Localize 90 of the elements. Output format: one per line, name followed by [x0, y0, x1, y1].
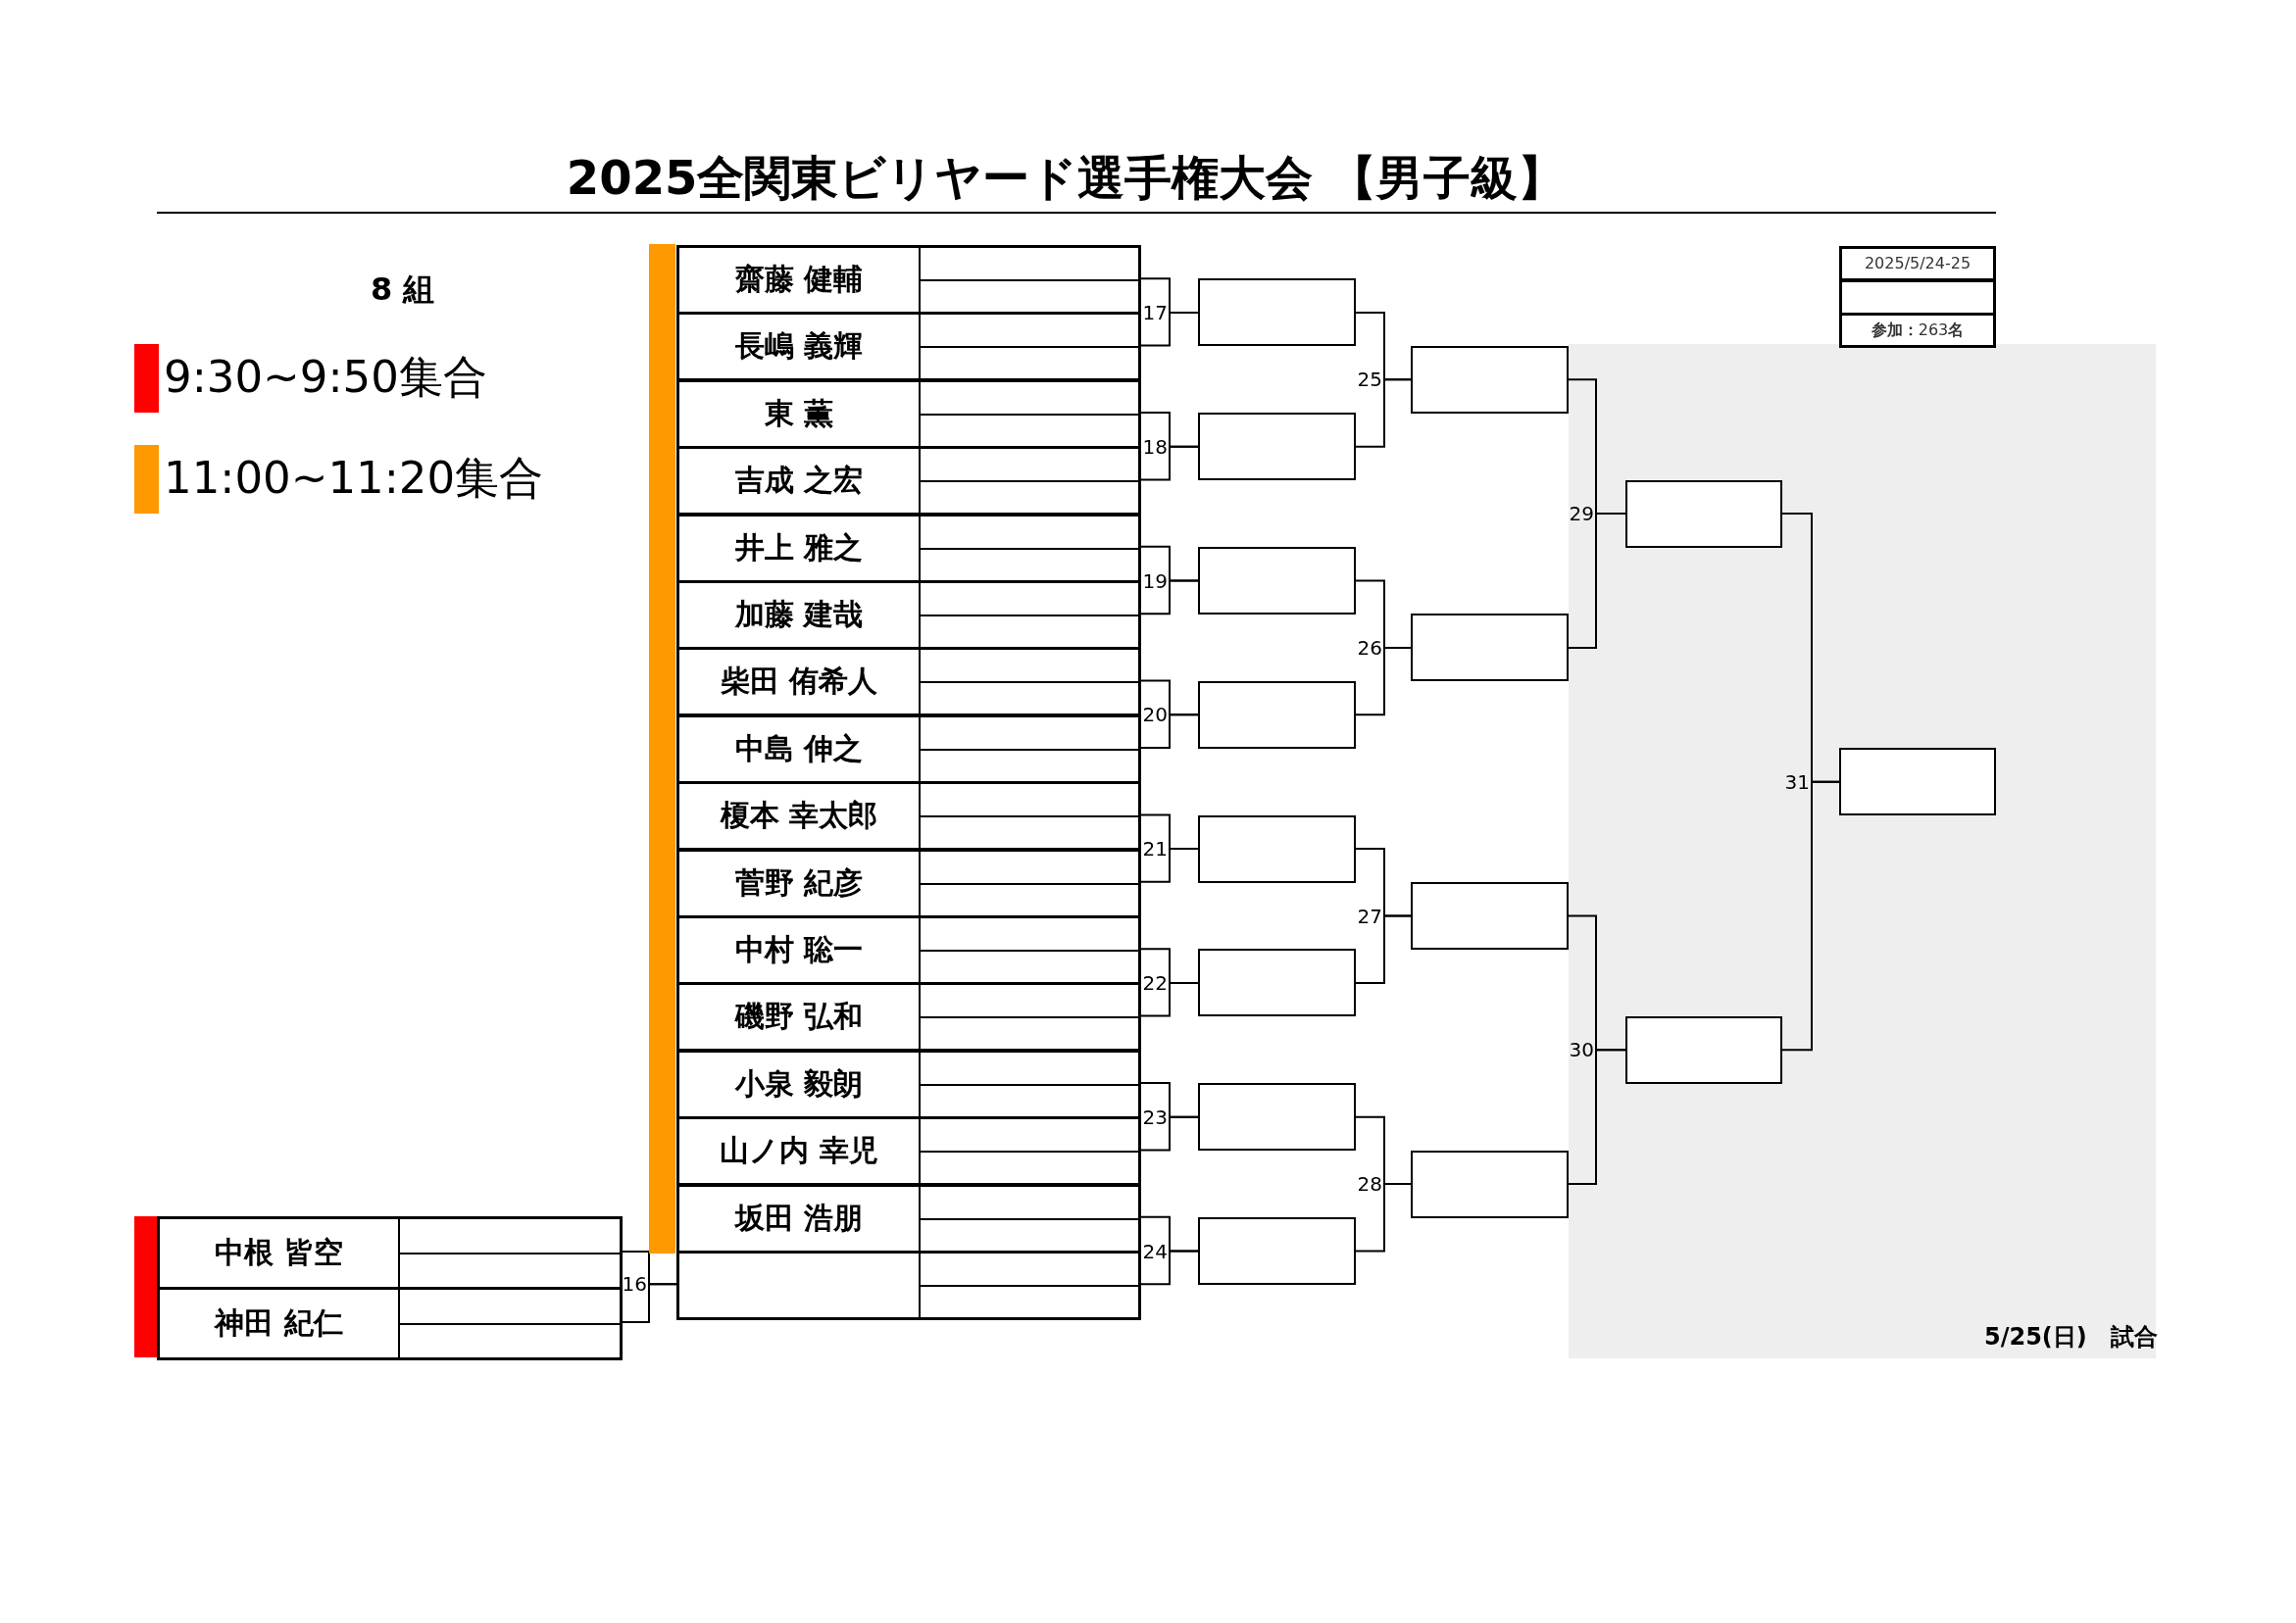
legend-text: 11:00~11:20集合 [164, 452, 544, 505]
match-number: 24 [1142, 1241, 1168, 1262]
player-row [676, 915, 1141, 985]
bracket-line [1568, 1049, 1626, 1186]
table-cell: 2025/5/24-25 [1839, 246, 1996, 281]
match-box [1625, 1016, 1782, 1084]
bracket-line [1140, 848, 1199, 883]
match-box [1411, 882, 1569, 950]
match-box [1839, 748, 1996, 815]
group-bar [134, 1216, 157, 1357]
match-box [1198, 815, 1356, 883]
match-number: 30 [1569, 1039, 1594, 1060]
bracket-line [1140, 311, 1199, 347]
player-row [676, 379, 1141, 449]
match-number: 28 [1357, 1173, 1382, 1195]
bracket-line [622, 1283, 677, 1323]
player-row [157, 1216, 623, 1290]
match-number: 17 [1142, 302, 1168, 323]
player-name: 齋藤 健輔 [734, 261, 864, 298]
match-box [1625, 480, 1782, 548]
player-name: 小泉 毅朗 [734, 1065, 864, 1103]
match-box [1411, 346, 1569, 414]
match-box [1198, 1217, 1356, 1285]
match-number: 31 [1784, 771, 1810, 793]
match-number: 29 [1569, 503, 1594, 524]
player-name: 中村 聡一 [734, 931, 864, 968]
match-box [1198, 1083, 1356, 1151]
match-number: 16 [622, 1273, 647, 1295]
player-name: 榎本 幸太郎 [720, 797, 878, 834]
bracket-line [1140, 445, 1199, 481]
match-box [1198, 681, 1356, 749]
player-row [157, 1287, 623, 1360]
match-box [1411, 1151, 1569, 1218]
legend-text: 9:30~9:50集合 [164, 351, 487, 404]
match-number: 22 [1142, 972, 1168, 994]
match-box [1198, 547, 1356, 615]
match-number: 20 [1142, 704, 1168, 725]
player-row [676, 1116, 1141, 1186]
player-name: 吉成 之宏 [734, 462, 864, 499]
player-row [676, 514, 1141, 583]
bracket-line [1781, 780, 1840, 1052]
bracket-line [1140, 713, 1199, 749]
match-box [1411, 614, 1569, 681]
bracket-line [1568, 513, 1626, 649]
player-name: 菅野 紀彦 [734, 864, 864, 902]
match-number: 19 [1142, 570, 1168, 592]
player-name: 東 薫 [764, 395, 834, 432]
player-row [676, 312, 1141, 381]
bracket-line [1140, 1115, 1199, 1152]
player-name: 柴田 侑希人 [720, 663, 878, 700]
player-row [676, 580, 1141, 650]
player-name: 坂田 浩朋 [734, 1200, 864, 1237]
player-name: 磯野 弘和 [734, 998, 864, 1035]
match-box [1198, 949, 1356, 1016]
bracket-line [1355, 378, 1412, 448]
player-row [676, 1050, 1141, 1119]
bracket-line [1355, 646, 1412, 716]
player-name: 長嶋 義輝 [734, 327, 864, 365]
bracket-line [1355, 914, 1412, 984]
player-name: 加藤 建哉 [734, 596, 864, 633]
bracket-line [1140, 579, 1199, 615]
player-row [676, 245, 1141, 315]
match-number: 26 [1357, 637, 1382, 659]
player-row [676, 647, 1141, 716]
bracket-line [1140, 981, 1199, 1017]
match-number: 21 [1142, 838, 1168, 860]
player-name: 中根 皆空 [215, 1234, 343, 1271]
player-row [676, 1184, 1141, 1254]
match-number: 18 [1142, 436, 1168, 458]
match-number: 27 [1357, 906, 1382, 927]
schedule-note: 5/25(日) 試合 [1984, 1322, 2158, 1352]
bracket-line [1355, 1183, 1412, 1253]
match-box [1198, 413, 1356, 480]
match-box [1198, 278, 1356, 346]
player-name: 中島 伸之 [734, 730, 864, 767]
player-name: 井上 雅之 [734, 529, 864, 566]
player-row [676, 849, 1141, 918]
group-bar [649, 244, 675, 1254]
title: 2025全関東ビリヤード選手権大会 【男子級】 [565, 149, 1567, 207]
player-name: 神田 紀仁 [215, 1304, 343, 1342]
player-name: 山ノ内 幸児 [720, 1132, 878, 1169]
player-row [676, 446, 1141, 516]
match-number: 25 [1357, 369, 1382, 390]
match-number: 23 [1142, 1107, 1168, 1128]
group-heading: 8 組 [371, 270, 435, 310]
player-row [676, 714, 1141, 784]
player-row [676, 982, 1141, 1052]
bracket-line [1140, 1250, 1199, 1286]
player-row [676, 1251, 1141, 1320]
player-row [676, 781, 1141, 851]
